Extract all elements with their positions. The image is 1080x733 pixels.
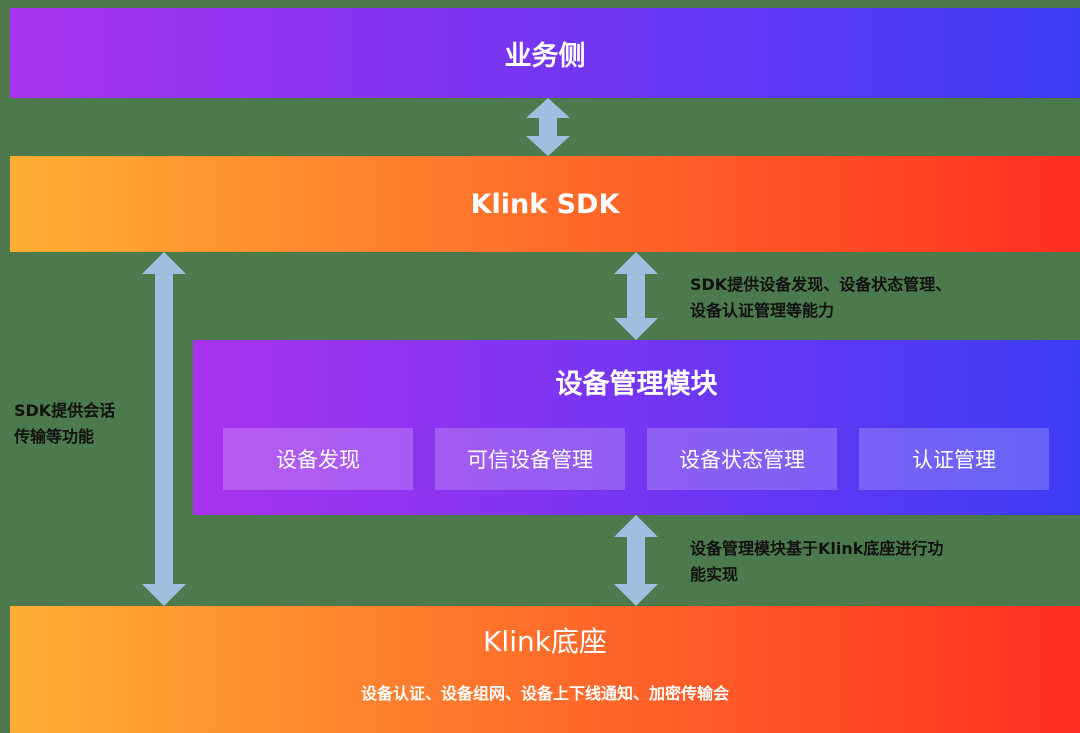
module-item-device-status-management: 设备状态管理 [647, 428, 837, 490]
module-item-trusted-device-management: 可信设备管理 [435, 428, 625, 490]
module-base-note: 设备管理模块基于Klink底座进行功 能实现 [690, 536, 943, 588]
business-layer-label: 业务侧 [504, 40, 586, 72]
module-base-arrow [614, 515, 658, 606]
module-item-auth-management: 认证管理 [859, 428, 1049, 490]
klink-sdk-label: Klink SDK [470, 188, 620, 220]
sdk-module-arrow [614, 252, 658, 340]
sdk-module-note-line2: 设备认证管理等能力 [690, 301, 835, 320]
module-title: 设备管理模块 [555, 369, 718, 400]
sdk-base-note-line1: SDK提供会话 [14, 401, 116, 420]
sdk-module-note: SDK提供设备发现、设备状态管理、 设备认证管理等能力 [690, 272, 951, 324]
sdk-base-note: SDK提供会话 传输等功能 [14, 398, 115, 450]
klink-base-layer: Klink底座 设备认证、设备组网、设备上下线通知、加密传输会 [10, 606, 1080, 733]
business-sdk-arrow [526, 98, 570, 156]
module-item-device-discovery: 设备发现 [223, 428, 413, 490]
sdk-base-note-line2: 传输等功能 [14, 427, 95, 446]
sdk-base-arrow [142, 252, 186, 606]
klink-sdk-layer: Klink SDK [10, 156, 1080, 252]
module-base-note-line2: 能实现 [690, 565, 739, 584]
sdk-module-note-line1: SDK提供设备发现、设备状态管理、 [690, 275, 952, 294]
base-title: Klink底座 [483, 625, 607, 658]
base-subtitle: 设备认证、设备组网、设备上下线通知、加密传输会 [360, 684, 729, 703]
device-management-module: 设备管理模块 设备发现 可信设备管理 设备状态管理 认证管理 [193, 340, 1080, 515]
module-base-note-line1: 设备管理模块基于Klink底座进行功 [690, 539, 944, 558]
business-layer: 业务侧 [10, 8, 1080, 98]
